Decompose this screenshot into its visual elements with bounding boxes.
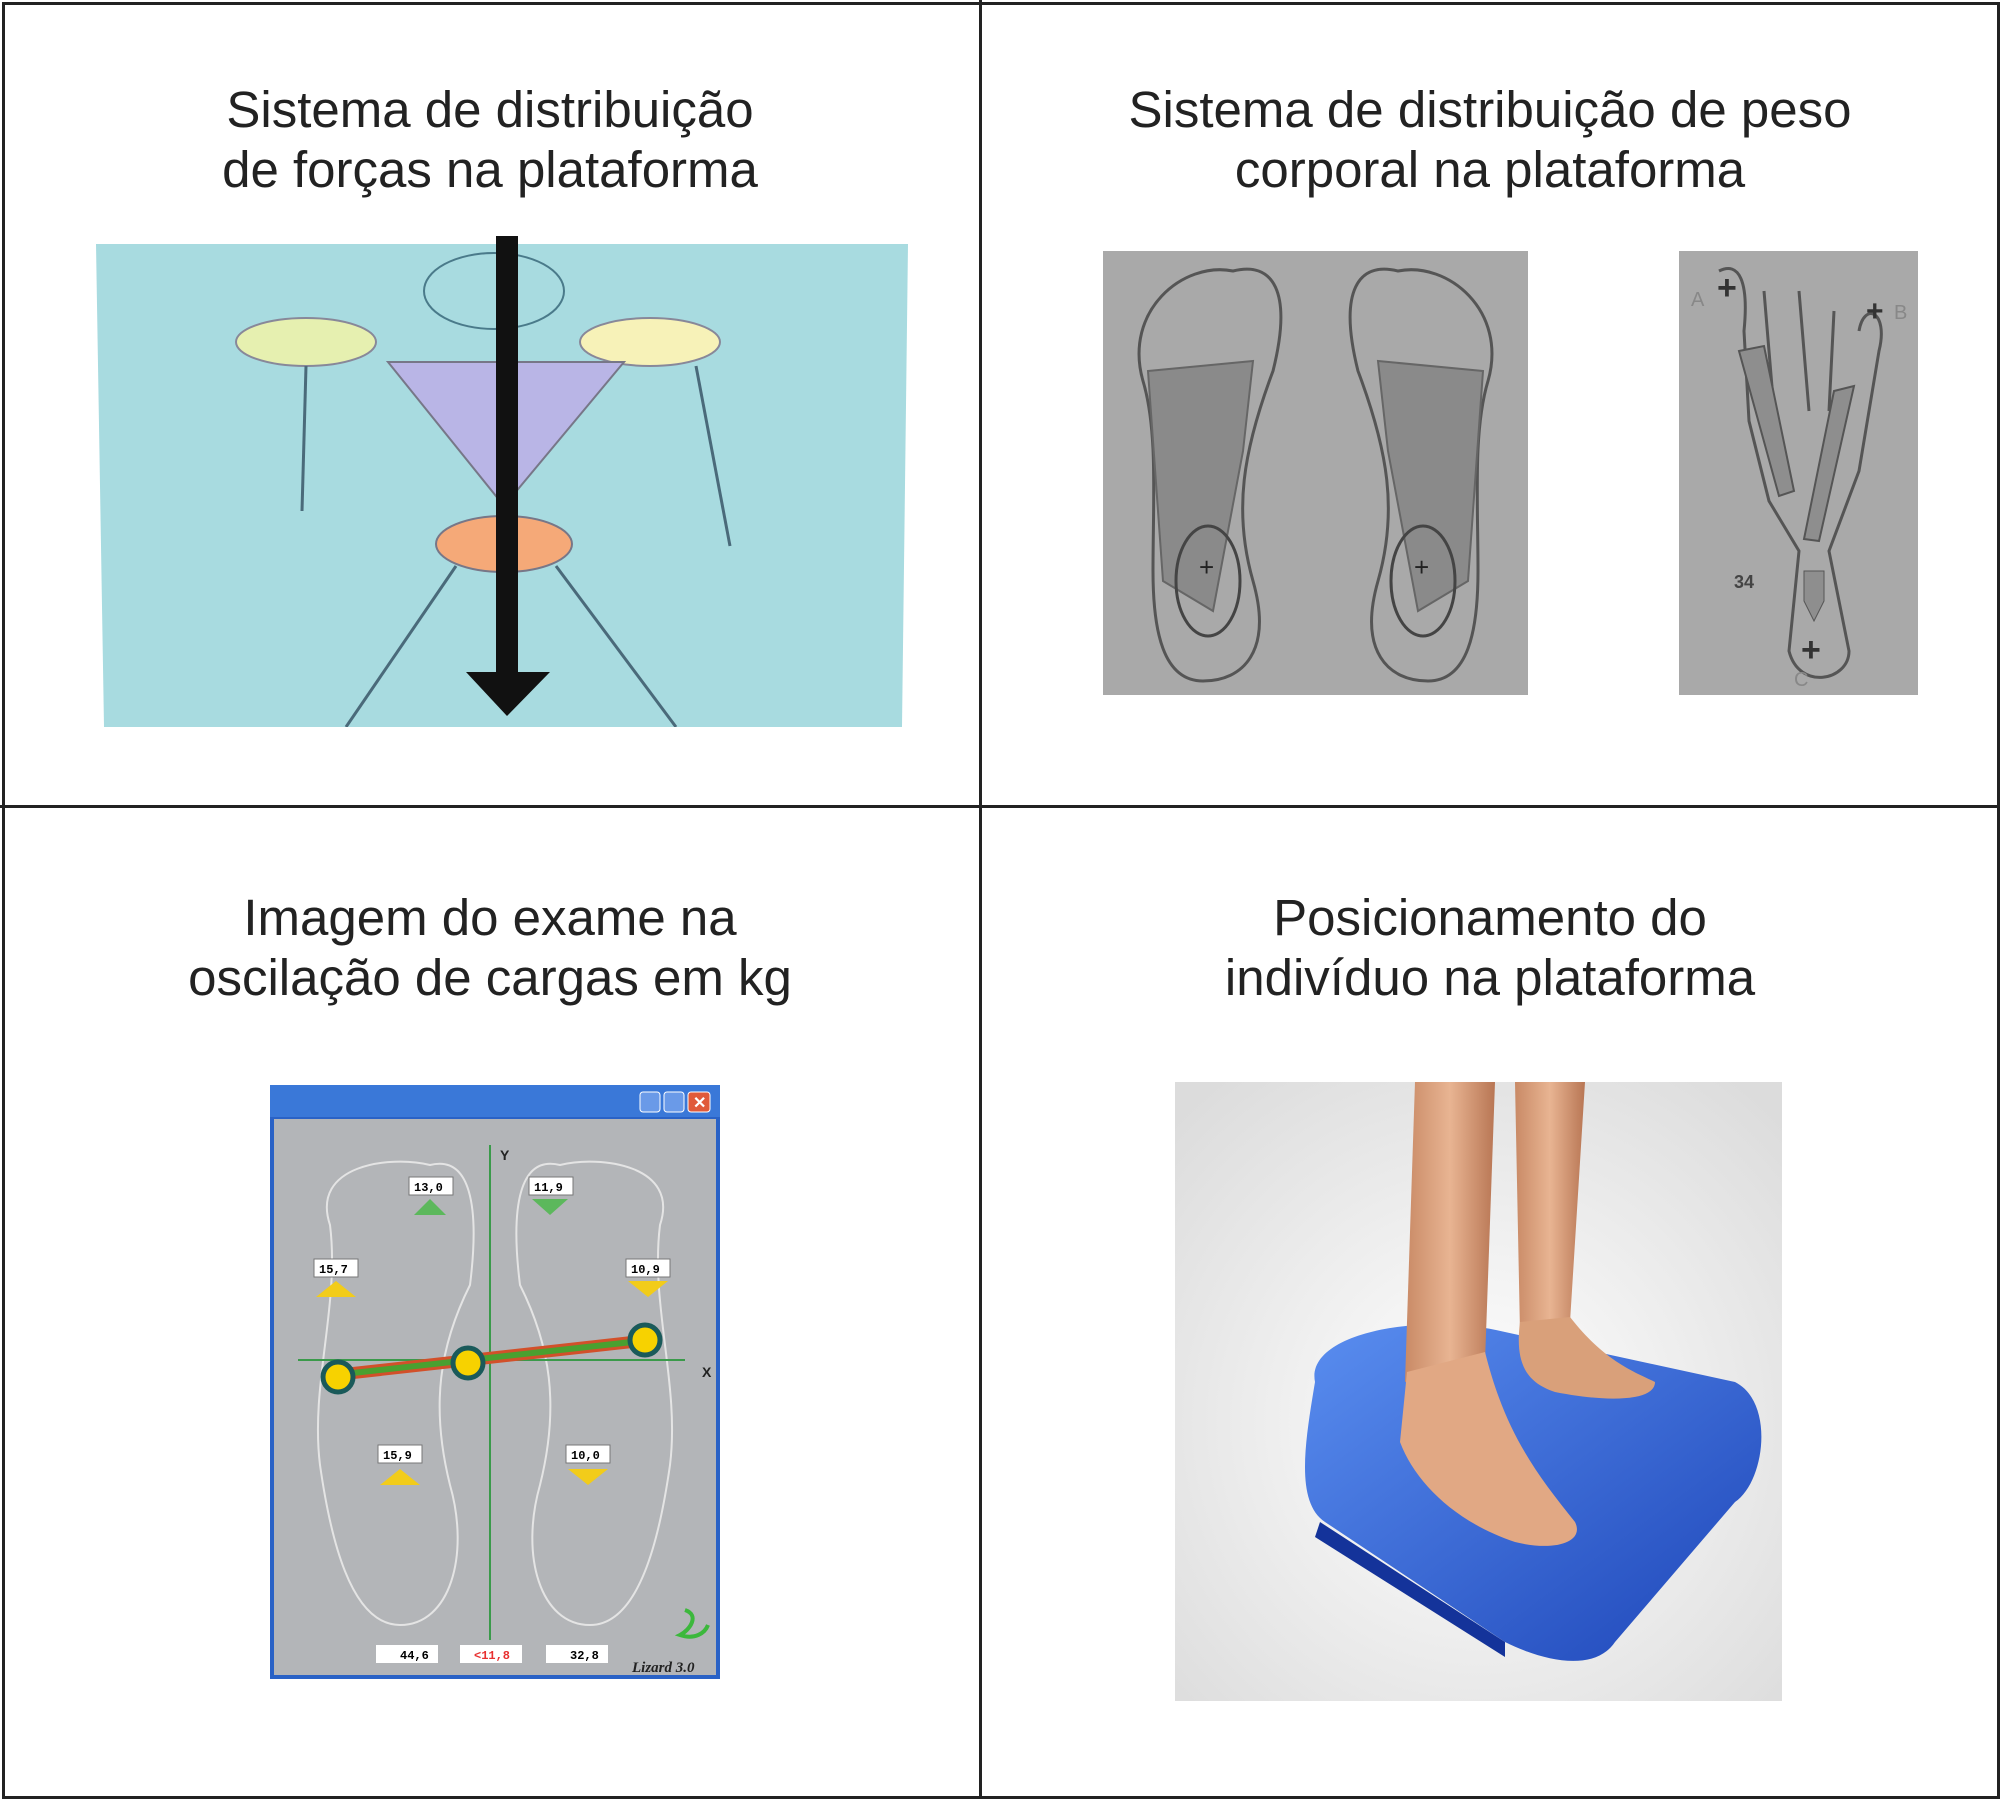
point-label-b: B [1894, 302, 1907, 324]
sensor-value: 13,0 [414, 1181, 443, 1195]
title-line: Imagem do exame na [243, 889, 737, 946]
title-line: corporal na plataforma [1234, 141, 1746, 198]
close-icon: ✕ [693, 1095, 706, 1112]
svg-text:+: + [1414, 552, 1429, 582]
point-label-c: C [1794, 669, 1808, 691]
platform-positioning-photo [1175, 1082, 1782, 1701]
svg-text:+: + [1199, 552, 1214, 582]
sensor-value: 15,7 [319, 1263, 348, 1277]
sensor-value: 10,0 [571, 1449, 600, 1463]
plantar-pressure-feet-image: + + [1103, 251, 1528, 695]
foot-skeleton-image: + + + A B C 34 [1679, 251, 1918, 695]
close-button[interactable] [687, 1091, 711, 1113]
minimize-button[interactable] [639, 1091, 661, 1113]
sensor-value: 10,9 [631, 1263, 660, 1277]
svg-text:+: + [1801, 631, 1821, 669]
cop-left-marker [320, 1359, 356, 1395]
divider-horizontal [0, 805, 2000, 808]
panel-1-title: Sistema de distribuição de forças na pla… [0, 80, 980, 200]
sensor-value: 15,9 [383, 1449, 412, 1463]
lizard-logo-icon [674, 1608, 710, 1639]
title-line: oscilação de cargas em kg [188, 949, 792, 1006]
lizard-app-window: ✕ Y X 13,0 11,9 15,7 10,9 15,9 10,0 [270, 1085, 720, 1679]
svg-text:+: + [1866, 295, 1884, 328]
title-line: Posicionamento do [1273, 889, 1707, 946]
title-line: de forças na plataforma [222, 141, 758, 198]
y-axis-label: Y [500, 1147, 510, 1163]
sensor-value: 11,9 [534, 1181, 563, 1195]
angle-value: 34 [1734, 572, 1754, 592]
force-distribution-diagram [96, 236, 908, 727]
x-axis-label: X [702, 1364, 712, 1380]
cop-right-marker [627, 1322, 663, 1358]
panel-4-title: Posicionamento do indivíduo na plataform… [1000, 888, 1980, 1008]
maximize-button[interactable] [663, 1091, 685, 1113]
cop-center-marker [450, 1345, 486, 1381]
total-difference: <11,8 [474, 1649, 510, 1663]
title-line: indivíduo na plataforma [1224, 949, 1756, 1006]
point-label-a: A [1691, 289, 1705, 311]
panel-2-title: Sistema de distribuição de peso corporal… [1000, 80, 1980, 200]
brand-label: Lizard 3.0 [631, 1660, 695, 1676]
svg-text:+: + [1717, 269, 1737, 307]
divider-vertical [979, 0, 982, 1799]
total-right: 32,8 [570, 1649, 599, 1663]
total-left: 44,6 [400, 1649, 429, 1663]
panel-3-title: Imagem do exame na oscilação de cargas e… [0, 888, 980, 1008]
title-line: Sistema de distribuição [226, 81, 754, 138]
title-line: Sistema de distribuição de peso [1128, 81, 1852, 138]
